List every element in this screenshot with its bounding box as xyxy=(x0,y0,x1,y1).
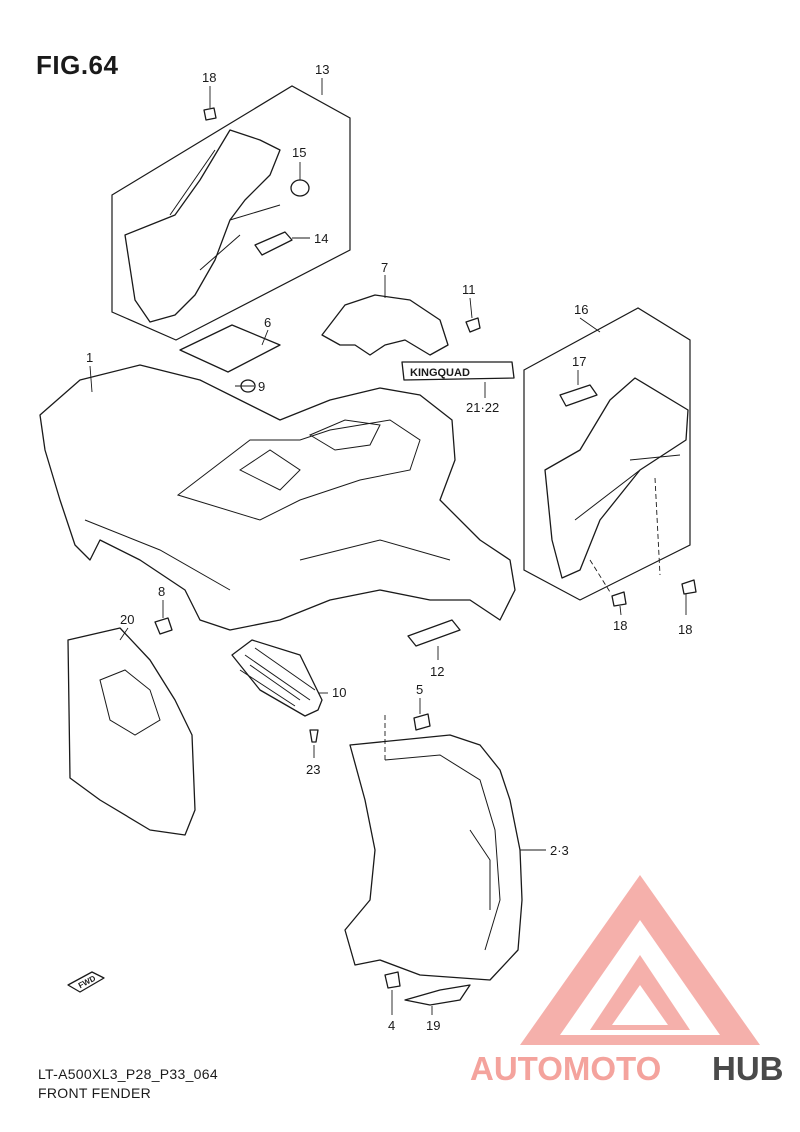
part-13-detail xyxy=(169,149,281,271)
callout-18a: 18 xyxy=(202,70,216,85)
part-18-bolt-c xyxy=(681,579,697,595)
callout-23: 23 xyxy=(306,762,320,777)
callout-9: 9 xyxy=(258,379,265,394)
callout-1: 1 xyxy=(86,350,93,365)
callout-15: 15 xyxy=(292,145,306,160)
part-2-3-mudguard xyxy=(344,734,523,981)
part-8-bolt xyxy=(154,617,173,635)
part-11-bolt xyxy=(465,317,481,333)
callout-7: 7 xyxy=(381,260,388,275)
watermark-hub: HUB xyxy=(712,1050,784,1087)
part-14-pad xyxy=(254,231,293,256)
part-1-cavity xyxy=(239,419,381,491)
part-18-bolt-a xyxy=(203,107,217,121)
part-1-front-fender xyxy=(39,364,516,631)
part-6-lid xyxy=(179,324,281,373)
part-17-pad xyxy=(559,384,598,407)
part-5-bolt xyxy=(413,713,431,731)
callout-12: 12 xyxy=(430,664,444,679)
part-10-grille xyxy=(231,639,323,717)
watermark-logo xyxy=(520,875,760,1045)
callout-18b: 18 xyxy=(613,618,627,633)
watermark-text: AUTOMOTO HUB xyxy=(470,1050,784,1087)
part-12-pad xyxy=(407,619,461,647)
part-1-contour xyxy=(84,519,451,591)
emblem-text: KINGQUAD xyxy=(410,367,470,379)
part-16-panel xyxy=(544,377,689,579)
part-16-detail xyxy=(574,454,681,521)
callout-6: 6 xyxy=(264,315,271,330)
part-20-cutout xyxy=(99,669,161,736)
callout-8: 8 xyxy=(158,584,165,599)
callout-16: 16 xyxy=(574,302,588,317)
part-23-screw xyxy=(309,729,319,743)
callout-10: 10 xyxy=(332,685,346,700)
callout-14: 14 xyxy=(314,231,328,246)
part-1-tray xyxy=(176,419,421,521)
callout-19: 19 xyxy=(426,1018,440,1033)
callout-5: 5 xyxy=(416,682,423,697)
part-10-mesh xyxy=(239,647,316,707)
callout-18c: 18 xyxy=(678,622,692,637)
part-4-bolt xyxy=(384,971,401,989)
callout-17: 17 xyxy=(572,354,586,369)
kingquad-emblem: KINGQUAD xyxy=(401,361,515,381)
part-13-panel xyxy=(124,129,281,323)
part-15-grommet xyxy=(290,179,310,197)
callout-numbers: 18 13 15 14 7 11 6 16 17 1 9 21·22 8 20 … xyxy=(86,62,692,1033)
inset-box-13 xyxy=(111,85,351,341)
part-19-strip xyxy=(404,984,471,1006)
leader-lines xyxy=(89,78,687,1015)
callout-4: 4 xyxy=(388,1018,395,1033)
callout-21-22: 21·22 xyxy=(466,400,499,415)
figure-title: FIG.64 xyxy=(36,50,119,80)
callout-20: 20 xyxy=(120,612,134,627)
inset-box-16 xyxy=(523,307,691,601)
footer-code: LT-A500XL3_P28_P33_064 xyxy=(38,1066,218,1082)
callout-13: 13 xyxy=(315,62,329,77)
part-7-cover xyxy=(321,294,449,356)
footer-name: FRONT FENDER xyxy=(38,1085,152,1101)
part-2-3-contour xyxy=(384,754,501,951)
callout-2-3: 2·3 xyxy=(550,843,569,858)
part-20-panel xyxy=(67,627,196,836)
part-18-bolt-b xyxy=(611,591,627,607)
watermark-automoto: AUTOMOTO xyxy=(470,1050,661,1087)
fwd-marker: FWD xyxy=(67,971,105,993)
callout-11: 11 xyxy=(462,282,476,297)
